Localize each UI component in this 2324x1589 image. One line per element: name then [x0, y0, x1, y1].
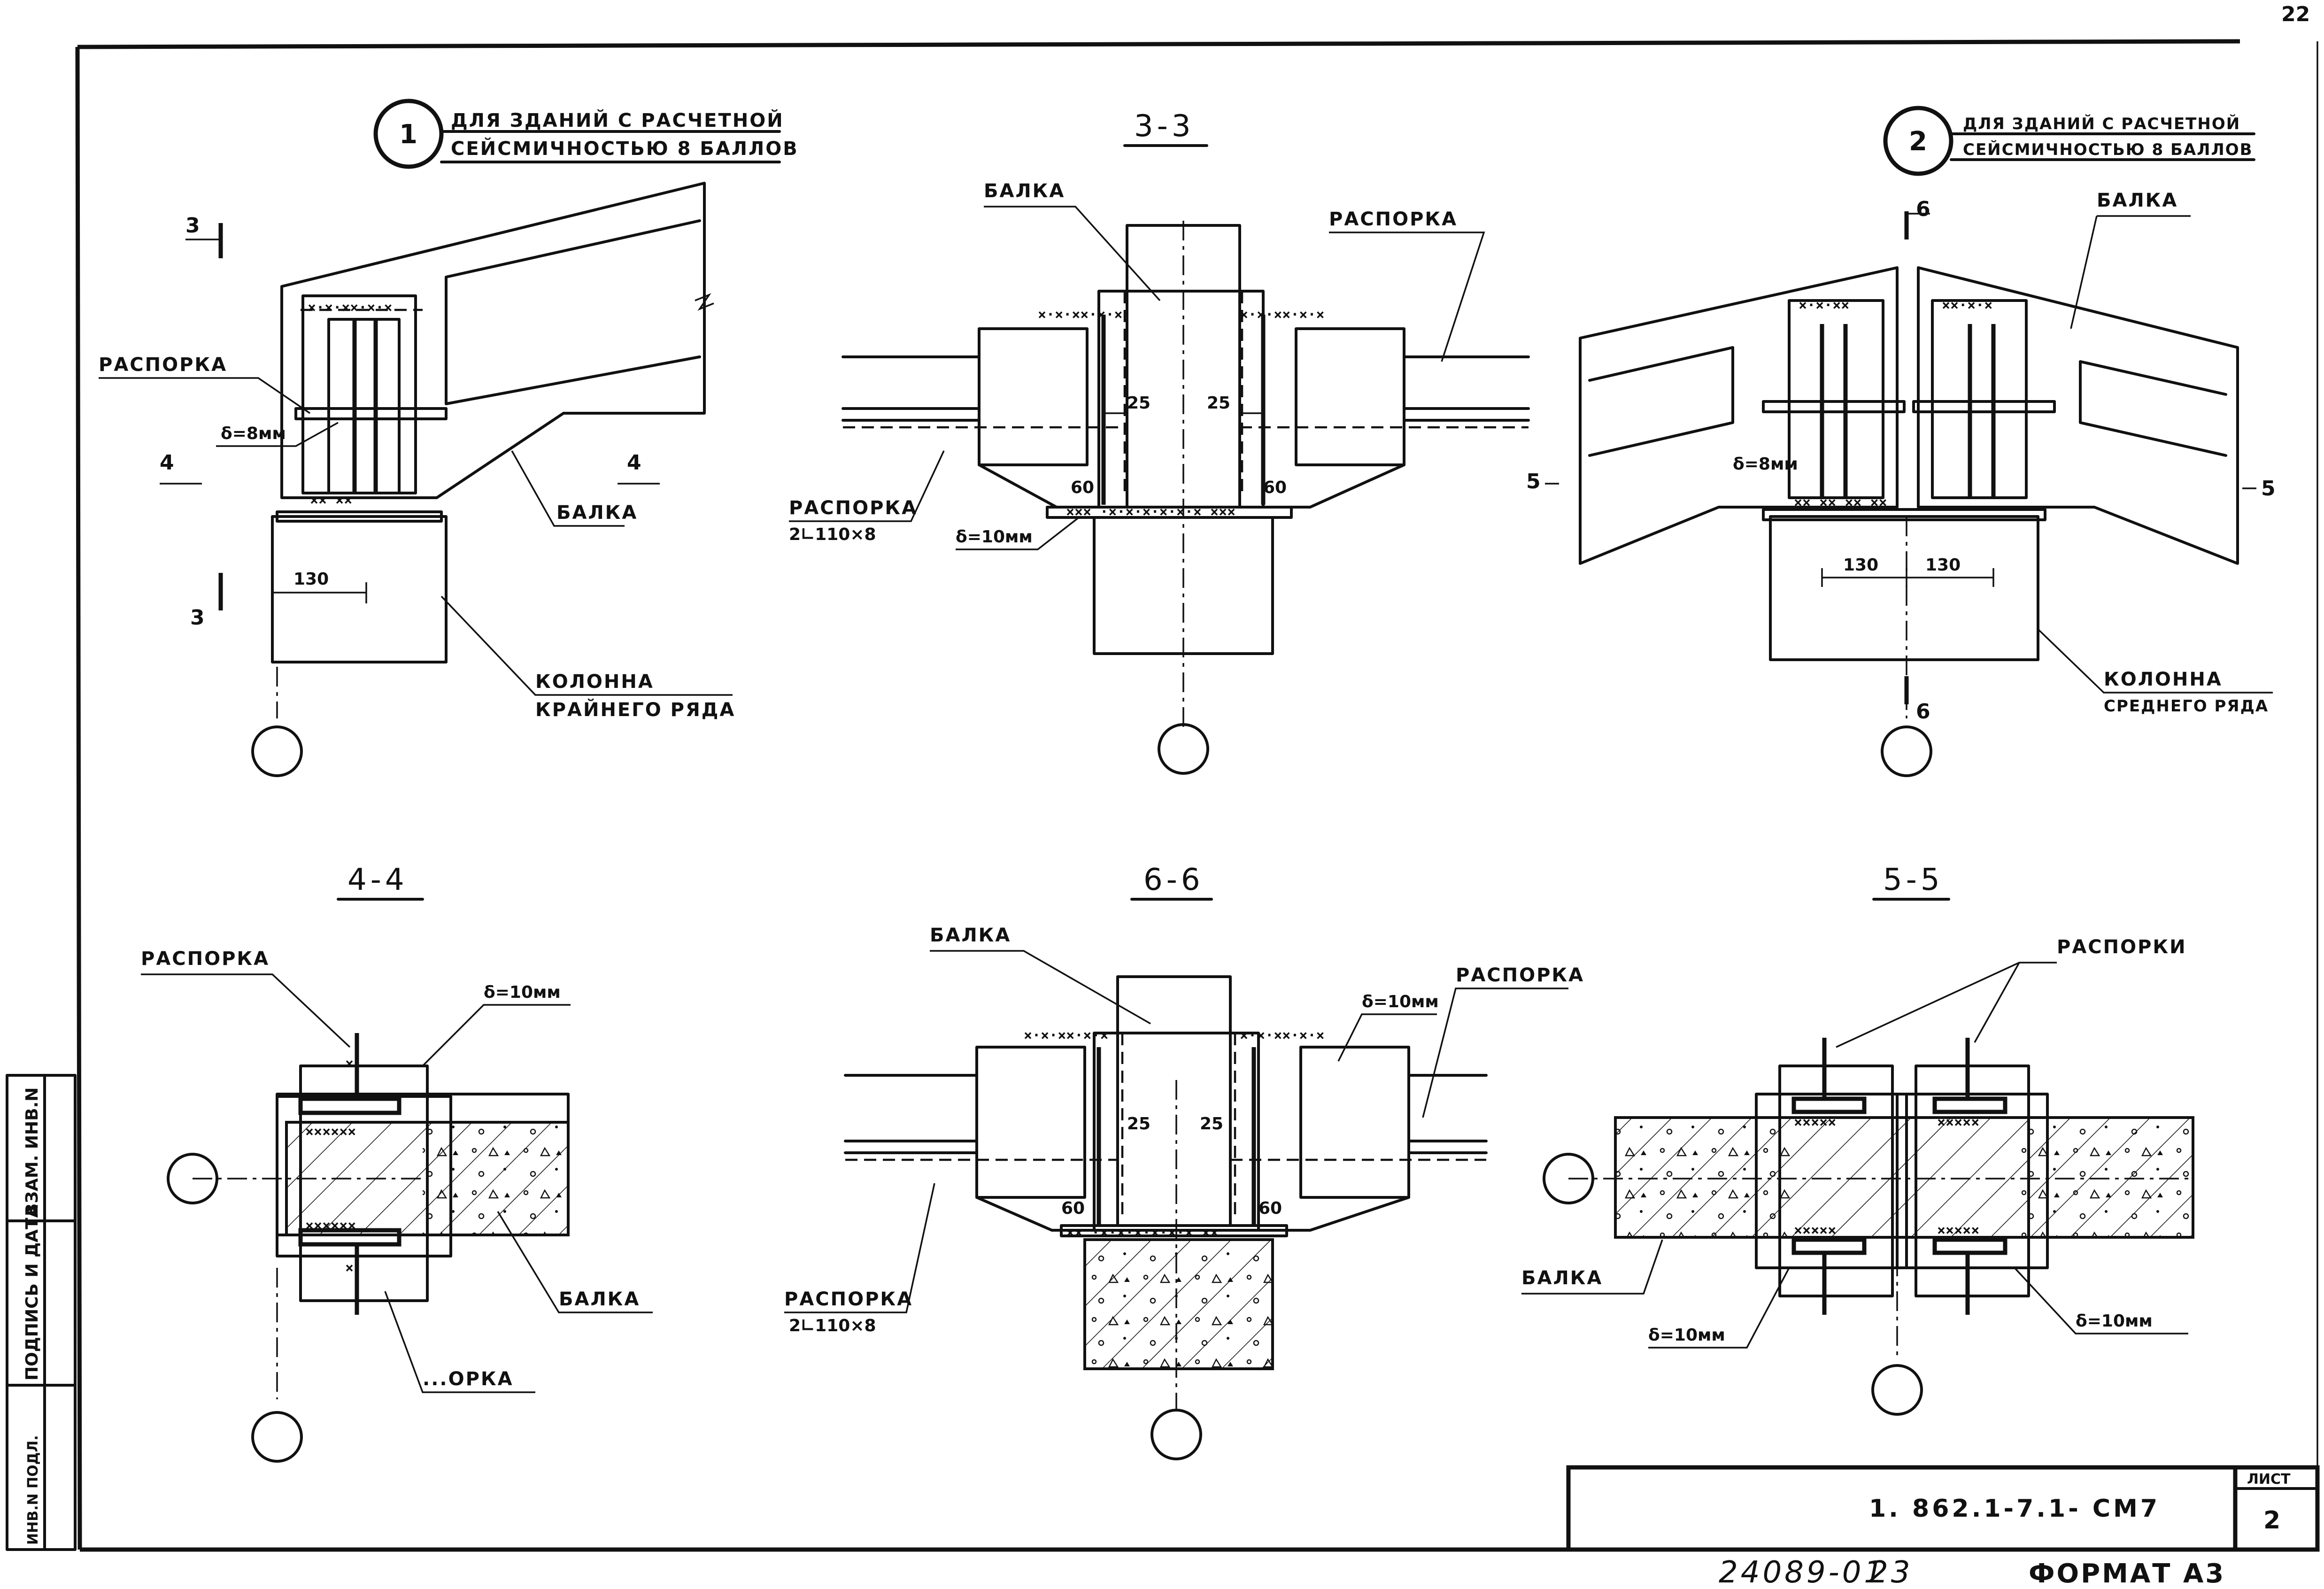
- section-5-5-title: 5-5: [1883, 863, 1944, 897]
- svg-text:×·×·××: ×·×·××: [1799, 297, 1849, 314]
- section-6-6: 6-6 ×·×·××·×·× ×·×·××·×·× ×× ·×·×·×·×·×·…: [784, 863, 1584, 1460]
- section-3-3-dim-25a: 25: [1127, 393, 1150, 413]
- section-4-4-title: 4-4: [347, 863, 408, 897]
- section-3-3-beam-label: БАЛКА: [984, 180, 1065, 202]
- section-3-3-strut-label: РАСПОРКА: [1329, 208, 1458, 230]
- detail-2-caption-1: ДЛЯ ЗДАНИЙ С РАСЧЕТНОЙ: [1963, 114, 2240, 133]
- detail-2-number: 2: [1909, 126, 1927, 157]
- svg-text:××××××: ××××××: [305, 1218, 356, 1234]
- detail-2-marker: [1883, 106, 1953, 176]
- svg-text:×××××: ×××××: [1794, 1222, 1836, 1239]
- section-6-6-dim-25a: 25: [1127, 1114, 1150, 1134]
- svg-text:×××××: ×××××: [1794, 1114, 1836, 1131]
- detail-2-cut-5-right: 5: [2261, 477, 2276, 501]
- svg-text:×: ×: [345, 1260, 354, 1276]
- detail-1-marker: [373, 99, 444, 169]
- inventory-suffix: 23: [1869, 1555, 1913, 1589]
- section-4-4-strut-bottom-label: ...ОРКА: [423, 1368, 514, 1390]
- section-5-5: 5-5 ××××× ××××× ××××× ××××× РАСПОРКИ БАЛ…: [1521, 863, 2194, 1416]
- section-6-6-strut-bottom-2: 2∟110×8: [789, 1316, 876, 1335]
- detail-1-caption-2: СЕЙСМИЧНОСТЬЮ 8 БАЛЛОВ: [451, 137, 799, 160]
- svg-text:×××××: ×××××: [1937, 1114, 1979, 1131]
- detail-1-cut-3-bottom: 3: [190, 606, 205, 630]
- detail-2-caption-2: СЕЙСМИЧНОСТЬЮ 8 БАЛЛОВ: [1963, 140, 2253, 159]
- detail-1-thickness-label: δ=8мм: [221, 424, 286, 443]
- detail-1: 1 ДЛЯ ЗДАНИЙ С РАСЧЕТНОЙ СЕЙСМИЧНОСТЬЮ 8…: [99, 99, 799, 777]
- section-4-4-strut-top-label: РАСПОРКА: [141, 948, 270, 970]
- section-6-6-dim-60b: 60: [1259, 1199, 1282, 1218]
- svg-text:×·×·××·×·×: ×·×·××·×·×: [308, 300, 393, 316]
- svg-text:×××××: ×××××: [1937, 1222, 1979, 1239]
- sheet-label: ЛИСТ: [2247, 1471, 2291, 1488]
- svg-text:××××××: ××××××: [305, 1124, 356, 1140]
- detail-1-cut-4-left: 4: [160, 451, 174, 475]
- section-5-5-beam-label: БАЛКА: [1521, 1267, 1603, 1289]
- section-6-6-strut-label: РАСПОРКА: [1456, 964, 1584, 986]
- section-3-3-thickness-label: δ=10мм: [956, 527, 1033, 547]
- format-label: ФОРМАТ А3: [2029, 1558, 2225, 1589]
- svg-text:×: ×: [345, 1056, 354, 1072]
- section-6-6-thickness-label: δ=10мм: [1362, 992, 1439, 1011]
- svg-text:×× ××: ×× ××: [310, 492, 352, 509]
- side-stamp: ВЗАМ. ИНВ.N ПОДПИСЬ И ДАТА ИНВ.N ПОДЛ.: [6, 1074, 77, 1551]
- section-4-4: 4-4 ×××××× ×××××× × × РАСПОРКА δ=10мм БА…: [141, 863, 653, 1463]
- detail-1-caption-1: ДЛЯ ЗДАНИЙ С РАСЧЕТНОЙ: [451, 109, 784, 131]
- section-6-6-dim-60a: 60: [1061, 1199, 1085, 1218]
- svg-text:×·×·××·×·×: ×·×·××·×·×: [1240, 1027, 1325, 1044]
- section-5-5-thickness-right: δ=10мм: [2076, 1311, 2153, 1331]
- detail-1-beam-label: БАЛКА: [556, 502, 638, 524]
- section-3-3-dim-60a: 60: [1071, 478, 1094, 497]
- section-6-6-beam-label: БАЛКА: [930, 925, 1011, 946]
- section-4-4-beam-label: БАЛКА: [559, 1288, 640, 1310]
- detail-2-column-label-2: СРЕДНЕГО РЯДА: [2104, 697, 2269, 716]
- detail-2: 2 ДЛЯ ЗДАНИЙ С РАСЧЕТНОЙ СЕЙСМИЧНОСТЬЮ 8…: [1526, 106, 2276, 777]
- detail-1-column-label-2: КРАЙНЕГО РЯДА: [535, 698, 735, 721]
- stamp-replaces: ВЗАМ. ИНВ.N: [23, 1088, 42, 1216]
- svg-text:×·×·××·×·×: ×·×·××·×·×: [1038, 307, 1123, 323]
- section-5-5-thickness-left: δ=10мм: [1648, 1326, 1725, 1345]
- inventory-number: 24089-01: [1719, 1555, 1886, 1589]
- designation: 1. 862.1-7.1- СМ7: [1869, 1495, 2160, 1523]
- detail-1-column-label-1: КОЛОННА: [535, 671, 654, 693]
- svg-text:××·×·×: ××·×·×: [1942, 297, 1992, 314]
- section-5-5-struts-label: РАСПОРКИ: [2057, 936, 2187, 958]
- detail-2-cut-6-bottom: 6: [1916, 700, 1930, 724]
- svg-text:×·×·××·×·×: ×·×·××·×·×: [1024, 1027, 1109, 1044]
- section-6-6-title: 6-6: [1143, 863, 1204, 897]
- detail-1-strut-label: РАСПОРКА: [99, 354, 227, 376]
- section-3-3: 3-3 ×·×·××·×·× ×·×·××·×·× ××× ·×·×·×·×·×…: [789, 109, 1530, 775]
- section-4-4-thickness-label: δ=10мм: [484, 983, 561, 1002]
- stamp-signature-date: ПОДПИСЬ И ДАТА: [23, 1204, 42, 1381]
- detail-2-dim-130b: 130: [1925, 555, 1961, 575]
- section-6-6-strut-bottom-1: РАСПОРКА: [784, 1288, 913, 1310]
- detail-2-cut-5-left: 5: [1526, 470, 1541, 494]
- stamp-inv-original: ИНВ.N ПОДЛ.: [25, 1435, 41, 1545]
- detail-2-beam-label: БАЛКА: [2097, 190, 2178, 211]
- section-3-3-strut-bottom-2: 2∟110×8: [789, 525, 876, 544]
- detail-1-cut-4-right: 4: [627, 451, 641, 475]
- section-3-3-dim-60b: 60: [1263, 478, 1287, 497]
- title-block: 1. 862.1-7.1- СМ7 ЛИСТ 2: [1566, 1465, 2320, 1552]
- detail-2-thickness-label: δ=8мм: [1733, 455, 1798, 474]
- detail-1-dim-130: 130: [293, 570, 329, 589]
- sheet-number: 2: [2263, 1506, 2280, 1535]
- detail-1-cut-3-top: 3: [185, 214, 200, 238]
- sheet-frame: [75, 39, 2318, 1552]
- section-6-6-dim-25b: 25: [1200, 1114, 1223, 1134]
- detail-2-cut-6-top: 6: [1916, 197, 1930, 221]
- detail-2-column-label-1: КОЛОННА: [2104, 669, 2223, 690]
- detail-2-dim-130a: 130: [1843, 555, 1878, 575]
- detail-1-number: 1: [399, 119, 417, 150]
- section-3-3-strut-bottom-1: РАСПОРКА: [789, 497, 918, 519]
- page-number: 22: [2281, 2, 2310, 26]
- section-3-3-dim-25b: 25: [1207, 393, 1230, 413]
- svg-text:×·×·××·×·×: ×·×·××·×·×: [1240, 307, 1325, 323]
- section-3-3-title: 3-3: [1134, 109, 1195, 144]
